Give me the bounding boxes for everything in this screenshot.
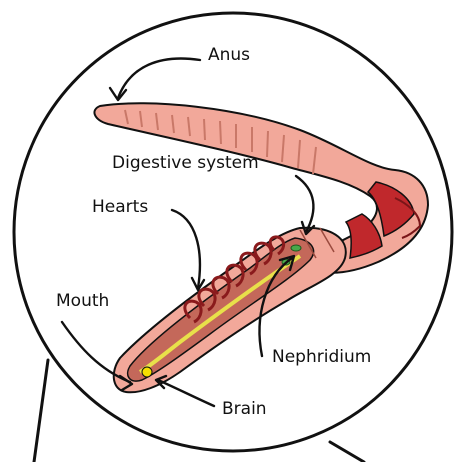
label-digestive-system: Digestive system xyxy=(112,153,259,173)
hearts-arrow xyxy=(172,210,200,288)
label-anus: Anus xyxy=(208,45,250,65)
label-mouth: Mouth xyxy=(56,291,109,311)
brain xyxy=(142,367,152,377)
label-brain: Brain xyxy=(222,399,267,419)
label-hearts: Hearts xyxy=(92,197,148,217)
label-nephridium: Nephridium xyxy=(272,347,371,367)
magnifier-handle-left xyxy=(34,360,48,462)
worm-lower-body xyxy=(114,228,346,393)
brain-arrow xyxy=(158,380,214,406)
anus-arrow xyxy=(118,59,200,98)
magnifier-handle-right xyxy=(330,442,364,462)
digestive-system-arrow xyxy=(296,176,313,232)
